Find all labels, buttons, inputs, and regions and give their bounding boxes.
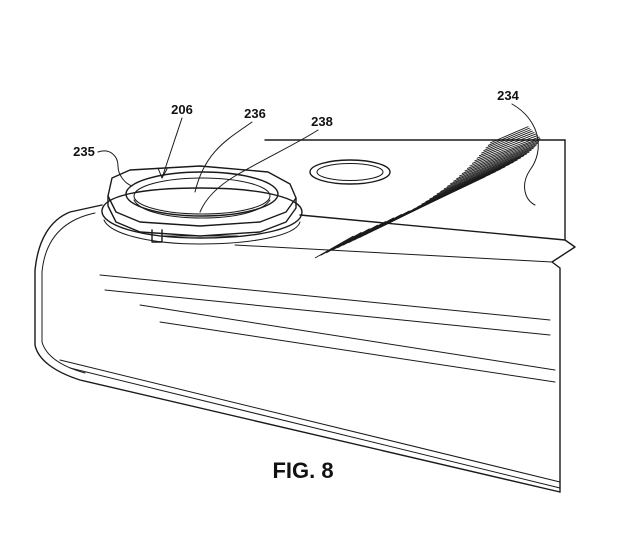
hatch-line bbox=[471, 137, 541, 164]
hatch-line bbox=[487, 127, 530, 147]
ref-238: 238 bbox=[311, 114, 333, 129]
hatch-line bbox=[458, 146, 536, 177]
hatch-line bbox=[469, 139, 540, 167]
leader-235 bbox=[97, 150, 133, 187]
reference-numerals: 206 236 238 235 234 bbox=[73, 88, 519, 159]
ref-236: 236 bbox=[244, 106, 266, 121]
surface-hatching bbox=[314, 126, 541, 259]
hatch-line bbox=[446, 153, 527, 187]
hatch-line bbox=[453, 149, 532, 182]
ref-234: 234 bbox=[497, 88, 519, 103]
figure-caption: FIG. 8 bbox=[272, 458, 333, 483]
hatch-line bbox=[433, 161, 514, 198]
hatch-line bbox=[456, 147, 534, 180]
hatch-line bbox=[483, 130, 533, 152]
hatch-line bbox=[443, 155, 525, 190]
leader-236 bbox=[194, 121, 253, 193]
hatch-line bbox=[320, 231, 362, 256]
hatch-line bbox=[436, 159, 518, 195]
hatch-line bbox=[476, 134, 538, 159]
hatch-line bbox=[485, 129, 532, 149]
leader-lines bbox=[97, 103, 539, 213]
hatch-line bbox=[425, 166, 506, 203]
ref-235: 235 bbox=[73, 144, 95, 159]
hatch-line bbox=[331, 224, 379, 251]
hatch-line bbox=[489, 126, 529, 144]
leader-206-arrow bbox=[157, 167, 168, 179]
camera-ring-assembly bbox=[101, 165, 303, 245]
hatch-line bbox=[474, 136, 540, 162]
ref-206: 206 bbox=[171, 102, 193, 117]
hatch-line bbox=[461, 144, 537, 175]
leader-206 bbox=[161, 117, 183, 179]
hatch-line bbox=[464, 142, 539, 172]
device-body bbox=[34, 139, 576, 493]
hatch-line bbox=[481, 131, 535, 154]
hatch-line bbox=[467, 141, 540, 170]
leader-234 bbox=[511, 103, 539, 206]
leader-238 bbox=[199, 129, 319, 213]
hatch-line bbox=[429, 163, 510, 200]
flash-aperture bbox=[309, 159, 391, 185]
hatch-line bbox=[450, 151, 530, 185]
hatch-line bbox=[478, 133, 537, 157]
hatch-line bbox=[326, 228, 370, 254]
hatch-line bbox=[440, 157, 521, 193]
hatch-line bbox=[314, 235, 354, 259]
